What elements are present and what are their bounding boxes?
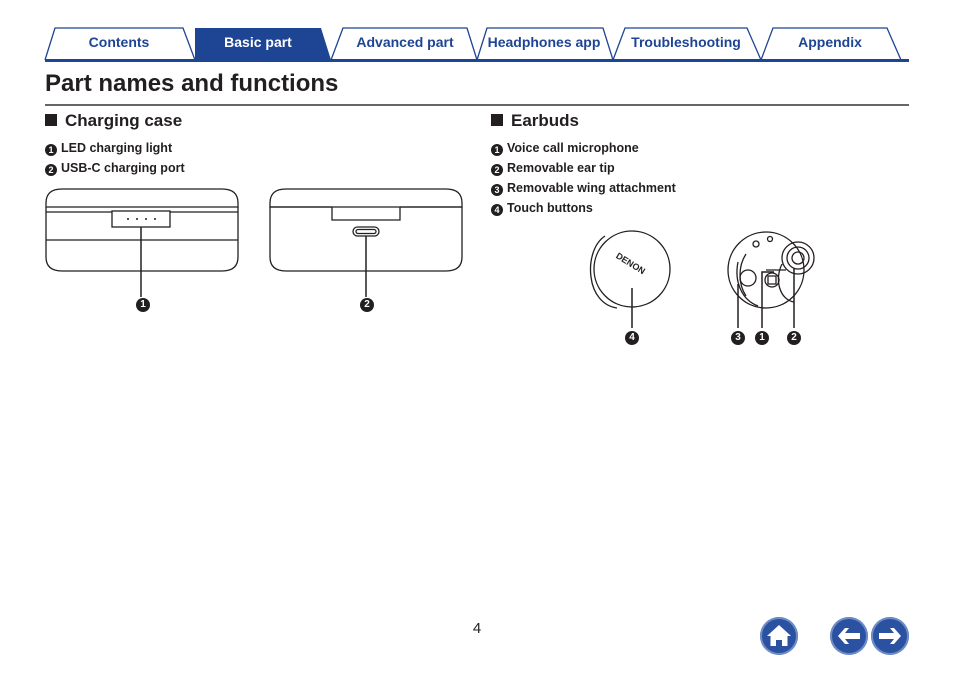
item-label: Voice call microphone xyxy=(507,141,639,155)
next-page-button[interactable] xyxy=(871,617,909,655)
tab-contents[interactable]: Contents xyxy=(88,34,150,50)
callout-ear-tip: 2 xyxy=(787,331,801,345)
arrow-left-icon xyxy=(838,628,860,644)
earbuds-item: 4 Touch buttons xyxy=(491,201,593,216)
page-title: Part names and functions xyxy=(45,70,339,97)
earbud-outer-illustration: DENON xyxy=(589,230,671,328)
bullet-square-icon xyxy=(491,114,503,126)
previous-page-button[interactable] xyxy=(830,617,868,655)
charging-case-item: 1 LED charging light xyxy=(45,141,172,156)
item-number-badge: 3 xyxy=(491,184,503,196)
arrow-right-icon xyxy=(879,628,901,644)
callout-voice-microphone: 1 xyxy=(755,331,769,345)
tab-bar-outline xyxy=(44,27,909,62)
tab-advanced-part[interactable]: Advanced part xyxy=(356,34,454,50)
item-label: LED charging light xyxy=(61,141,173,155)
callout-wing-attachment: 3 xyxy=(731,331,745,345)
charging-case-front-illustration xyxy=(45,188,239,297)
title-divider xyxy=(45,104,909,106)
charging-case-back-illustration xyxy=(269,188,463,297)
item-number-badge: 2 xyxy=(491,164,503,176)
home-icon xyxy=(767,625,791,646)
charging-case-heading-text: Charging case xyxy=(65,111,183,130)
charging-case-heading: Charging case xyxy=(45,111,182,131)
home-button[interactable] xyxy=(760,617,798,655)
bullet-square-icon xyxy=(45,114,57,126)
item-label: Removable ear tip xyxy=(507,161,615,175)
tab-basic-part[interactable]: Basic part xyxy=(224,34,292,50)
tab-troubleshooting[interactable]: Troubleshooting xyxy=(631,34,741,50)
item-number-badge: 2 xyxy=(45,164,57,176)
tab-appendix[interactable]: Appendix xyxy=(798,34,862,50)
led-dots xyxy=(127,218,156,220)
earbud-inner-illustration xyxy=(727,231,815,328)
earbuds-heading-text: Earbuds xyxy=(511,111,580,130)
charging-case-item: 2 USB-C charging port xyxy=(45,161,185,176)
earbuds-item: 3 Removable wing attachment xyxy=(491,181,676,196)
callout-led-charging-light: 1 xyxy=(136,298,150,312)
tab-headphones-app[interactable]: Headphones app xyxy=(487,34,601,50)
active-tab-background xyxy=(195,28,331,60)
earbuds-item: 2 Removable ear tip xyxy=(491,161,615,176)
earbuds-heading: Earbuds xyxy=(491,111,579,131)
item-number-badge: 1 xyxy=(491,144,503,156)
item-label: Removable wing attachment xyxy=(507,181,676,195)
earbuds-item: 1 Voice call microphone xyxy=(491,141,639,156)
item-number-badge: 4 xyxy=(491,204,503,216)
item-label: Touch buttons xyxy=(507,201,593,215)
callout-usb-c-port: 2 xyxy=(360,298,374,312)
page-number: 4 xyxy=(472,620,482,637)
item-label: USB-C charging port xyxy=(61,161,185,175)
item-number-badge: 1 xyxy=(45,144,57,156)
callout-touch-buttons: 4 xyxy=(625,331,639,345)
tab-bar: Contents Basic part Advanced part Headph… xyxy=(44,24,909,62)
